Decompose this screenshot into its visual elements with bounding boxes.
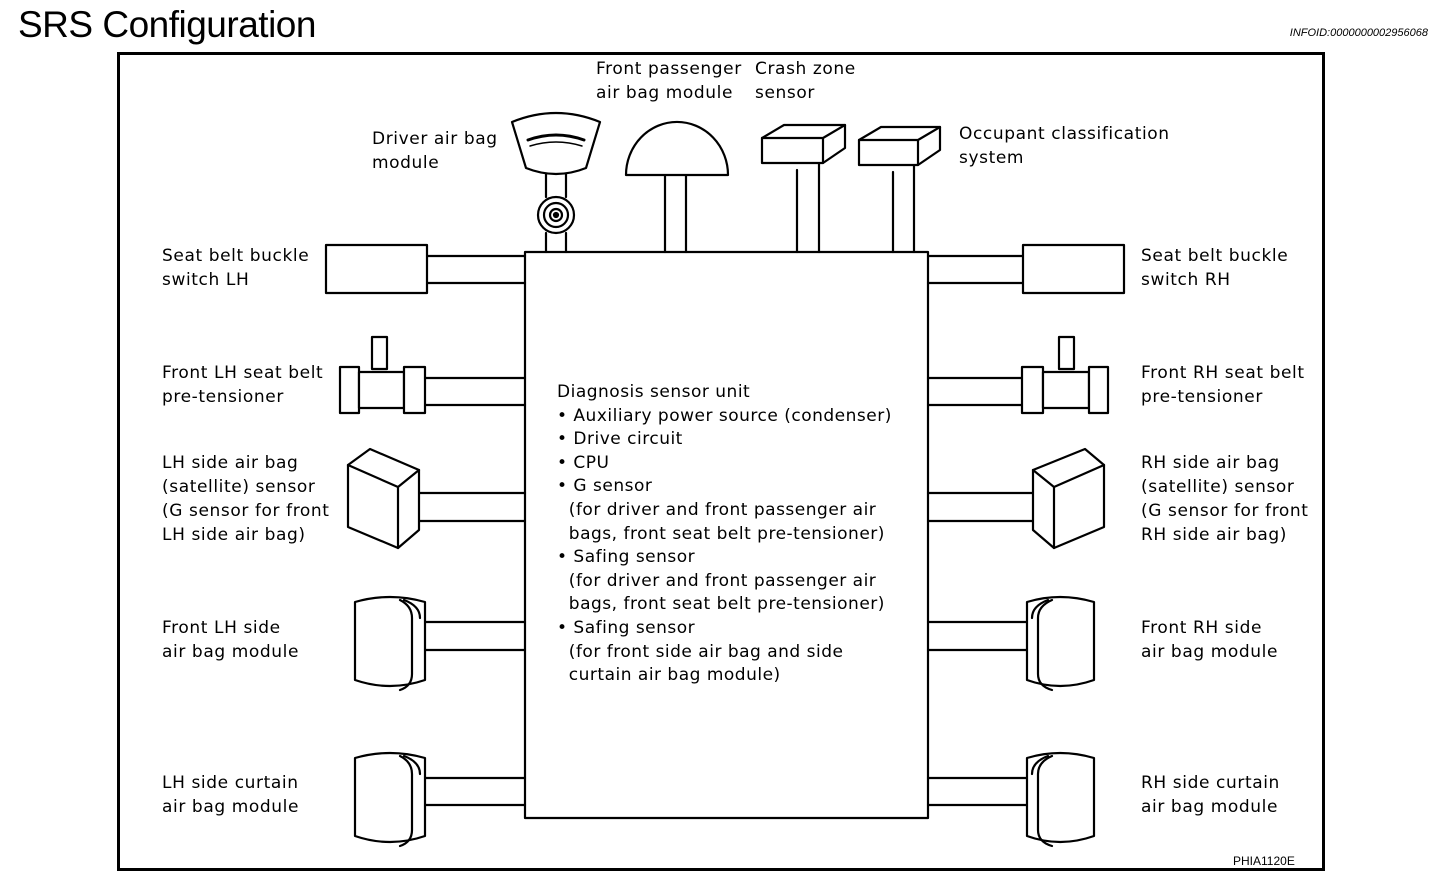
- dsu-line: • Safing sensor: [557, 547, 696, 568]
- dsu-line: Diagnosis sensor unit: [557, 382, 751, 402]
- dsu-line: • Drive circuit: [557, 429, 683, 450]
- side-air-bag-rh-icon: [1025, 595, 1096, 692]
- occupant-classification-connector: [891, 158, 916, 254]
- label-crash-zone-sensor: Crash zone sensor: [755, 59, 856, 103]
- label-curtain-rh: RH side curtain air bag module: [1141, 773, 1280, 817]
- label-curtain-lh: LH side curtain air bag module: [162, 773, 300, 817]
- seat-belt-buckle-lh-icon: [324, 243, 429, 295]
- dsu-line: • G sensor: [557, 476, 653, 497]
- label-driver-air-bag: Driver air bag module: [372, 129, 498, 173]
- diagram-frame: [117, 52, 1325, 871]
- curtain-rh-icon: [1025, 751, 1096, 848]
- crash-zone-sensor-connector: [795, 156, 821, 254]
- dsu-line: curtain air bag module): [557, 665, 781, 686]
- side-sensor-rh-icon: [1031, 447, 1106, 550]
- diagnosis-sensor-unit-text: Diagnosis sensor unit • Auxiliary power …: [557, 381, 892, 688]
- curtain-lh-icon: [353, 751, 427, 848]
- dsu-line: • Safing sensor: [557, 617, 696, 638]
- dsu-line: (for front side air bag and side: [557, 641, 844, 662]
- seat-belt-buckle-rh-icon: [1021, 243, 1126, 295]
- pretensioner-rh-icon: [1020, 335, 1110, 415]
- crash-zone-sensor-icon: [760, 123, 847, 165]
- dsu-line: bags, front seat belt pre-tensioner): [557, 523, 885, 544]
- label-side-sensor-lh: LH side air bag (satellite) sensor (G se…: [162, 453, 330, 545]
- passenger-air-bag-connector: [663, 173, 688, 254]
- lh-connectors: [417, 254, 527, 807]
- diagram-code: PHIA1120E: [1233, 854, 1295, 868]
- side-sensor-lh-icon: [346, 447, 421, 550]
- label-pretensioner-rh: Front RH seat belt pre-tensioner: [1141, 363, 1305, 407]
- occupant-classification-icon: [857, 125, 942, 167]
- driver-air-bag-connector: [544, 170, 568, 254]
- dsu-line: • Auxiliary power source (condenser): [557, 405, 892, 426]
- label-passenger-air-bag: Front passenger air bag module: [596, 59, 742, 103]
- driver-air-bag-icon: [510, 111, 602, 235]
- info-id: INFOID:0000000002956068: [1289, 27, 1428, 39]
- label-side-sensor-rh: RH side air bag (satellite) sensor (G se…: [1141, 453, 1309, 545]
- label-occupant-classification: Occupant classification system: [959, 124, 1170, 168]
- rh-connectors: [926, 254, 1035, 807]
- side-air-bag-lh-icon: [353, 595, 427, 692]
- diagnosis-sensor-unit-box: [523, 250, 930, 820]
- label-pretensioner-lh: Front LH seat belt pre-tensioner: [162, 363, 324, 407]
- page-title: SRS Configuration: [18, 4, 316, 45]
- label-side-air-bag-rh: Front RH side air bag module: [1141, 618, 1279, 662]
- dsu-line: (for driver and front passenger air: [557, 499, 877, 520]
- label-side-air-bag-lh: Front LH side air bag module: [162, 618, 300, 662]
- dsu-line: bags, front seat belt pre-tensioner): [557, 594, 885, 615]
- label-seat-belt-buckle-lh: Seat belt buckle switch LH: [162, 246, 310, 290]
- dsu-line: • CPU: [557, 452, 610, 473]
- dsu-line: (for driver and front passenger air: [557, 570, 877, 591]
- label-seat-belt-buckle-rh: Seat belt buckle switch RH: [1141, 246, 1289, 290]
- passenger-air-bag-icon: [624, 120, 730, 177]
- pretensioner-lh-icon: [338, 335, 427, 415]
